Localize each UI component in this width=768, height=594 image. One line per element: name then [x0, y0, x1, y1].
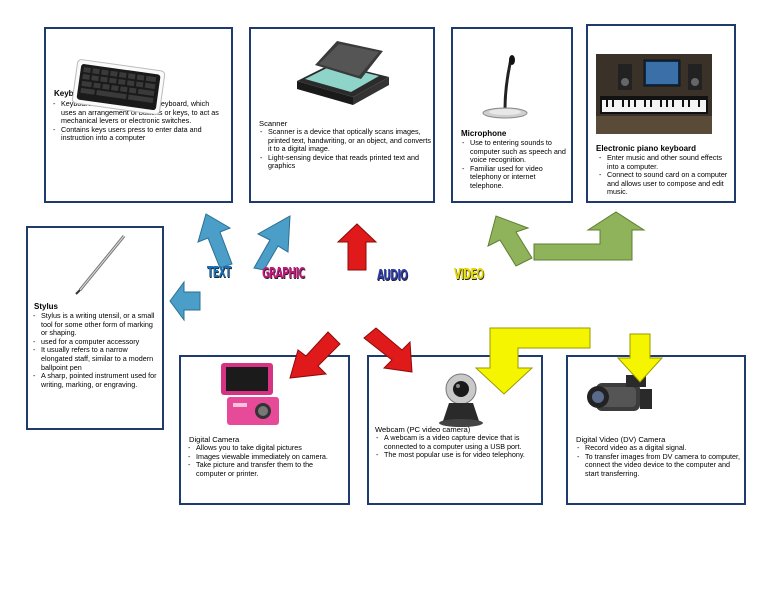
- camera-card: Digital Camera Allows you to take digita…: [179, 355, 350, 505]
- camera-list: Allows you to take digital pictures Imag…: [187, 443, 345, 478]
- piano-item: Enter music and other sound effects into…: [598, 153, 732, 171]
- piano-list: Enter music and other sound effects into…: [598, 153, 732, 197]
- piano-item: Connect to sound card on a computer and …: [598, 170, 732, 197]
- keyboard-image: [71, 59, 166, 115]
- camera-item: Take picture and transfer them to the co…: [187, 460, 345, 478]
- camera-item: Allows you to take digital pictures: [187, 443, 345, 453]
- stylus-item: A sharp, pointed instrument used for wri…: [32, 371, 160, 389]
- microphone-card: Microphone Use to entering sounds to com…: [451, 27, 573, 203]
- red-arrow-audio-to-microphone: [336, 223, 378, 271]
- camera-item: Images viewable immediately on camera.: [187, 452, 345, 462]
- label-audio: AUDIO: [377, 266, 408, 284]
- microphone-list: Use to entering sounds to computer such …: [461, 138, 571, 191]
- dv-list: Record video as a digital signal. To tra…: [576, 443, 742, 479]
- scanner-title: Scanner: [259, 119, 288, 128]
- stylus-list: Stylus is a writing utensil, or a small …: [32, 311, 160, 389]
- camera-title: Digital Camera: [189, 435, 240, 444]
- yellow-arrow-video-to-webcam: [474, 327, 591, 395]
- blue-arrow-graphic-to-scanner: [253, 215, 291, 271]
- stylus-title: Stylus: [34, 302, 59, 311]
- stylus-item: used for a computer accessory: [32, 337, 160, 347]
- webcam-item: The most popular use is for video teleph…: [375, 451, 539, 460]
- microphone-item: Familiar used for video telephony or int…: [461, 164, 571, 191]
- webcam-title: Webcam (PC video camera): [375, 425, 471, 434]
- keyboard-card: Keyboard Keyboard is a typewriter-style …: [44, 27, 233, 203]
- digital-camera-image: [221, 363, 279, 425]
- yellow-arrow-video-to-dv: [616, 333, 664, 383]
- green-arrow-video-to-piano: [533, 211, 646, 261]
- webcam-list: A webcam is a video capture device that …: [375, 433, 539, 460]
- webcam-image: [439, 373, 483, 427]
- keyboard-title: Keyboard: [54, 89, 91, 98]
- label-graphic: GRAPHIC: [262, 264, 305, 282]
- piano-card: Electronic piano keyboard Enter music an…: [586, 24, 736, 203]
- blue-arrow-to-stylus: [169, 280, 201, 322]
- microphone-image: [482, 55, 528, 119]
- piano-title: Electronic piano keyboard: [596, 144, 697, 153]
- piano-studio-image: [596, 54, 712, 134]
- green-arrow-video-to-mic: [487, 215, 533, 267]
- stylus-item: It usually refers to a narrow elongated …: [32, 346, 160, 372]
- scanner-item: Light-sensing device that reads printed …: [259, 153, 431, 171]
- microphone-title: Microphone: [461, 129, 507, 138]
- dv-camera-image: [587, 375, 652, 411]
- label-video: VIDEO: [454, 265, 484, 283]
- dv-title: Digital Video (DV) Camera: [576, 435, 666, 444]
- scanner-list: Scanner is a device that optically scans…: [259, 127, 431, 171]
- dv-item: To transfer images from DV camera to com…: [576, 452, 742, 479]
- stylus-image: [75, 235, 126, 295]
- dv-item: Record video as a digital signal.: [576, 443, 742, 453]
- stylus-item: Stylus is a writing utensil, or a small …: [32, 311, 160, 338]
- red-arrow-to-webcam: [363, 327, 413, 373]
- scanner-item: Scanner is a device that optically scans…: [259, 127, 431, 154]
- red-arrow-to-camera: [289, 331, 341, 379]
- microphone-item: Use to entering sounds to computer such …: [461, 138, 571, 165]
- stylus-card: Stylus Stylus is a writing utensil, or a…: [26, 226, 164, 430]
- dv-card: Digital Video (DV) Camera Record video a…: [566, 355, 746, 505]
- label-text: TEXT: [207, 263, 231, 281]
- blue-arrow-text-to-keyboard: [197, 213, 233, 269]
- keyboard-item: Contains keys users press to enter data …: [52, 125, 226, 143]
- scanner-image: [297, 41, 389, 105]
- scanner-card: Scanner Scanner is a device that optical…: [249, 27, 435, 203]
- webcam-item: A webcam is a video capture device that …: [375, 433, 539, 451]
